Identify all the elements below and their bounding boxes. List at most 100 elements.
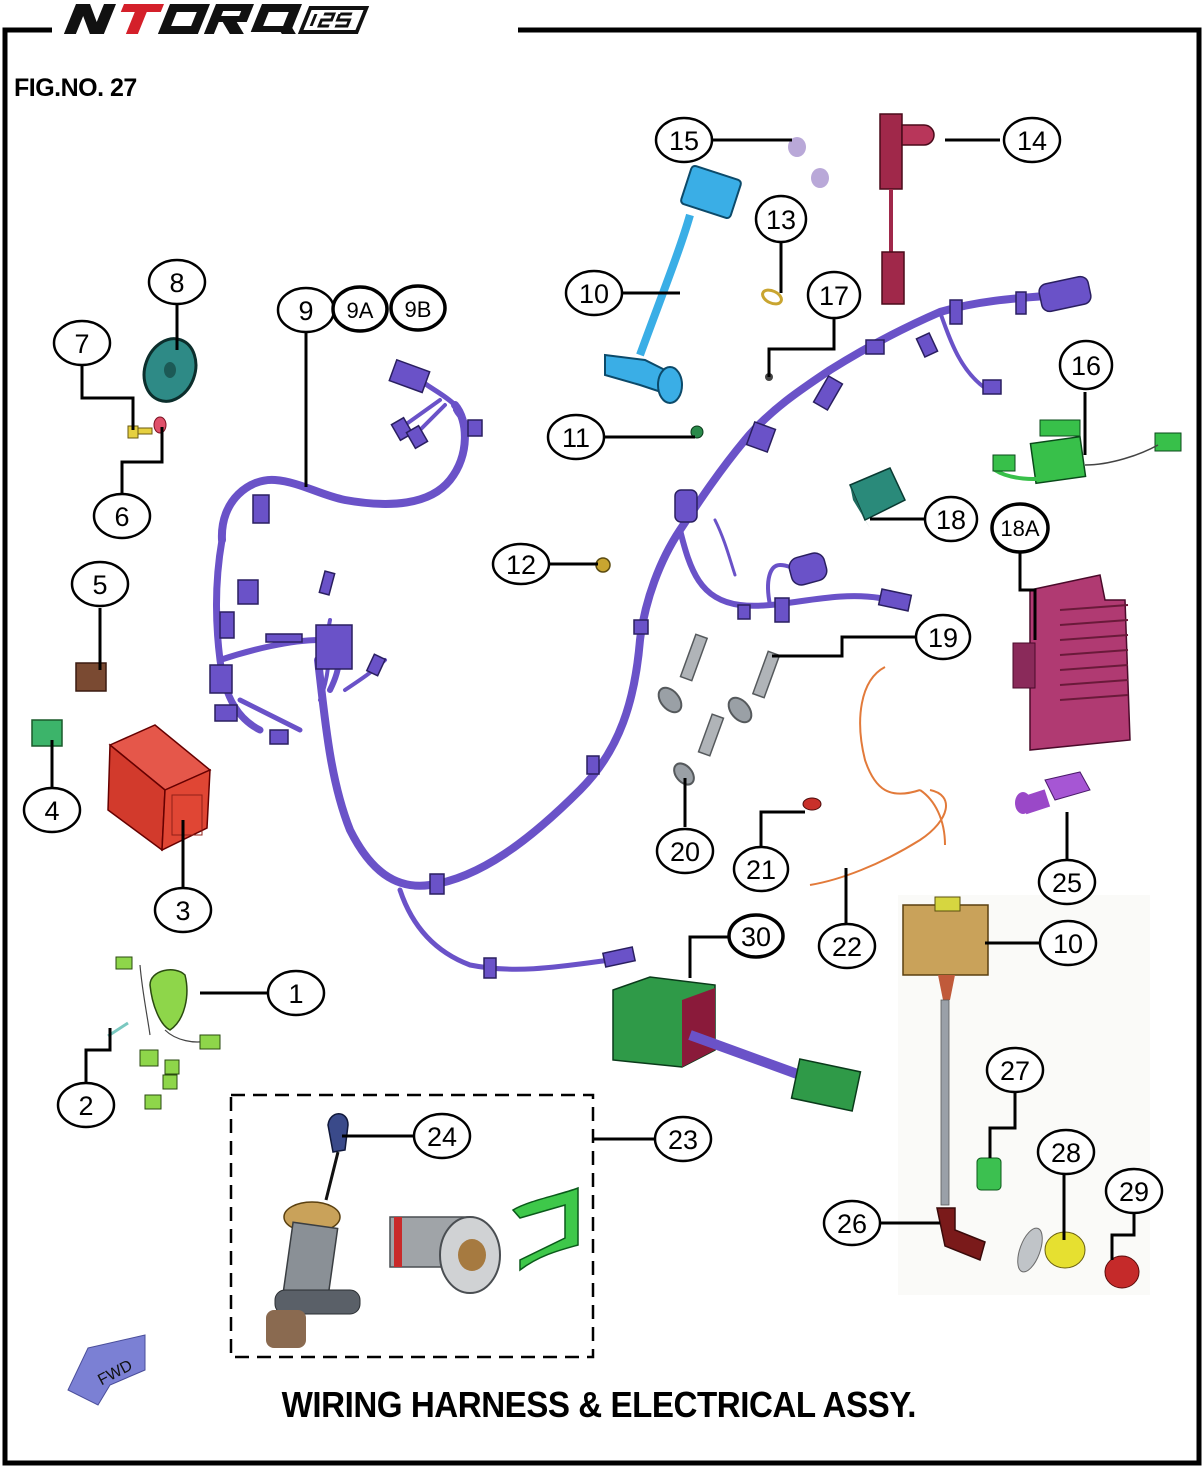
svg-text:19: 19 xyxy=(928,623,958,653)
mounting-bolt-icon xyxy=(679,633,781,757)
ignition-coil-icon xyxy=(604,164,742,404)
brand-logo xyxy=(63,4,370,34)
callout-9b[interactable]: 9B xyxy=(389,284,447,332)
svg-text:15: 15 xyxy=(669,126,699,156)
harness-connectors xyxy=(209,275,1092,979)
callout-24[interactable]: 24 xyxy=(412,1112,472,1160)
band-clamp-icon xyxy=(761,288,783,306)
ignition-switch-icon xyxy=(266,1201,361,1348)
callout-26[interactable]: 26 xyxy=(822,1199,882,1247)
green-seal-icon xyxy=(976,1157,1002,1191)
callout-8[interactable]: 8 xyxy=(147,258,207,306)
svg-text:11: 11 xyxy=(562,423,590,453)
terminal-cap-icon xyxy=(802,797,822,811)
svg-text:4: 4 xyxy=(44,796,59,826)
callout-2[interactable]: 2 xyxy=(56,1081,116,1129)
callout-16[interactable]: 16 xyxy=(1058,339,1114,391)
page-frame xyxy=(2,27,1202,1466)
callout-5[interactable]: 5 xyxy=(70,560,130,608)
fuse-holder-icon xyxy=(31,719,63,747)
svg-text:14: 14 xyxy=(1017,126,1047,156)
callout-19[interactable]: 19 xyxy=(914,613,972,661)
svg-text:3: 3 xyxy=(175,896,190,926)
svg-text:5: 5 xyxy=(92,570,107,600)
callout-1[interactable]: 1 xyxy=(266,969,326,1017)
svg-text:18A: 18A xyxy=(1000,516,1039,541)
svg-text:22: 22 xyxy=(832,932,862,962)
main-wiring-harness xyxy=(212,291,1064,972)
svg-text:7: 7 xyxy=(74,329,89,359)
callout-9a[interactable]: 9A xyxy=(331,285,389,333)
svg-text:21: 21 xyxy=(746,855,776,885)
flasher-unit-icon xyxy=(612,976,862,1112)
callout-29[interactable]: 29 xyxy=(1104,1167,1164,1215)
callout-10-blue-coil[interactable]: 10 xyxy=(564,269,624,317)
callout-13[interactable]: 13 xyxy=(754,194,808,244)
leader-lines xyxy=(50,138,1136,1260)
lock-clip-icon xyxy=(511,1186,579,1272)
callout-28[interactable]: 28 xyxy=(1036,1128,1096,1176)
figure-number: FIG.NO. 27 xyxy=(14,74,137,102)
svg-text:6: 6 xyxy=(114,502,129,532)
callout-12[interactable]: 12 xyxy=(491,542,551,586)
callout-23[interactable]: 23 xyxy=(653,1115,713,1163)
spark-plug-cap-icon xyxy=(936,1207,986,1262)
key-icon xyxy=(324,1113,349,1201)
battery-icon xyxy=(107,724,212,852)
regulator-rectifier-icon xyxy=(1012,574,1131,751)
caption-text: WIRING HARNESS & ELECTRICAL ASSY. xyxy=(281,1384,917,1425)
svg-text:20: 20 xyxy=(670,837,700,867)
svg-text:30: 30 xyxy=(741,922,771,952)
svg-text:29: 29 xyxy=(1119,1177,1149,1207)
svg-text:10: 10 xyxy=(579,279,609,309)
callout-4[interactable]: 4 xyxy=(22,786,82,834)
rivet-clip-icon xyxy=(788,137,829,188)
svg-text:9: 9 xyxy=(298,296,313,326)
ground-wire-icon xyxy=(809,666,947,886)
cable-clip-icon xyxy=(595,557,611,573)
callout-17[interactable]: 17 xyxy=(806,270,862,320)
svg-text:18: 18 xyxy=(936,505,966,535)
callout-18[interactable]: 18 xyxy=(923,495,979,543)
callout-22[interactable]: 22 xyxy=(817,922,877,970)
svg-text:24: 24 xyxy=(427,1122,457,1152)
callout-6[interactable]: 6 xyxy=(92,492,152,540)
pickup-sensor-icon xyxy=(879,113,935,305)
washer-icon xyxy=(153,416,167,434)
callout-27[interactable]: 27 xyxy=(985,1046,1045,1094)
svg-text:26: 26 xyxy=(837,1209,867,1239)
callout-30[interactable]: 30 xyxy=(727,913,785,959)
cdi-unit-icon xyxy=(849,467,906,528)
callout-7[interactable]: 7 xyxy=(52,319,112,367)
svg-text:1: 1 xyxy=(288,979,303,1009)
rubber-washer-icon xyxy=(657,686,753,786)
seat-lock-cylinder-icon xyxy=(389,1216,501,1294)
svg-text:10: 10 xyxy=(1053,929,1083,959)
callout-14[interactable]: 14 xyxy=(1002,116,1062,164)
fuel-level-sensor-icon xyxy=(1015,771,1091,815)
callout-18a[interactable]: 18A xyxy=(990,502,1050,554)
callout-25[interactable]: 25 xyxy=(1037,858,1097,906)
svg-text:8: 8 xyxy=(169,268,184,298)
callout-11[interactable]: 11 xyxy=(546,413,606,461)
washer-icon xyxy=(1017,1227,1043,1273)
grommet-icon xyxy=(690,425,704,439)
svg-text:12: 12 xyxy=(506,550,536,580)
svg-text:17: 17 xyxy=(819,281,849,311)
svg-text:2: 2 xyxy=(78,1091,93,1121)
lock-set-group-box xyxy=(229,1093,595,1359)
callouts: 1 2 3 4 5 6 7 8 9 9A 9B 10 10 11 12 13 1… xyxy=(22,116,1164,1247)
svg-text:9A: 9A xyxy=(347,298,374,323)
callout-21[interactable]: 21 xyxy=(732,845,790,893)
svg-text:9B: 9B xyxy=(405,297,432,322)
callout-10-tan-coil[interactable]: 10 xyxy=(1038,919,1098,967)
callout-9[interactable]: 9 xyxy=(276,286,336,334)
callout-20[interactable]: 20 xyxy=(655,827,715,875)
svg-text:16: 16 xyxy=(1071,351,1101,381)
svg-text:23: 23 xyxy=(668,1125,698,1155)
svg-text:27: 27 xyxy=(1000,1056,1030,1086)
callout-3[interactable]: 3 xyxy=(153,886,213,934)
callout-15[interactable]: 15 xyxy=(654,116,714,164)
